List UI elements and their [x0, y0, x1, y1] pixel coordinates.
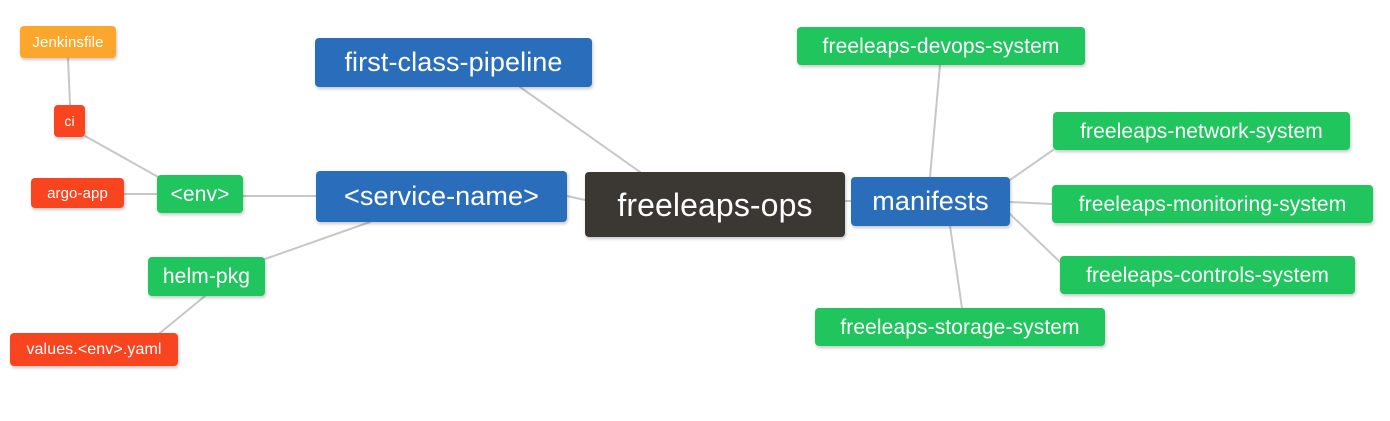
- mindmap-edge-jenkinsfile-to-ci: [67, 57, 71, 106]
- mindmap-node-manifests[interactable]: manifests: [851, 177, 1010, 226]
- mindmap-node-first-class-pipeline[interactable]: first-class-pipeline: [315, 38, 592, 87]
- mindmap-node-controls-system[interactable]: freeleaps-controls-system: [1060, 256, 1355, 294]
- mindmap-edge-manifests-to-devops-system: [929, 64, 941, 178]
- mindmap-edge-values-env-yaml-to-helm-pkg: [159, 295, 206, 334]
- mindmap-edge-service-name-to-freeleaps-ops: [566, 195, 586, 201]
- mindmap-node-freeleaps-ops[interactable]: freeleaps-ops: [585, 172, 845, 237]
- mindmap-node-monitoring-system[interactable]: freeleaps-monitoring-system: [1052, 185, 1373, 223]
- mindmap-node-ci[interactable]: ci: [54, 105, 85, 137]
- mindmap-edge-helm-pkg-to-service-name: [264, 221, 371, 260]
- mindmap-node-service-name[interactable]: <service-name>: [316, 171, 567, 222]
- mindmap-edge-first-class-pipeline-to-freeleaps-ops: [519, 86, 641, 173]
- mindmap-node-devops-system[interactable]: freeleaps-devops-system: [797, 27, 1085, 65]
- mindmap-node-helm-pkg[interactable]: helm-pkg: [148, 257, 265, 296]
- mindmap-edge-ci-to-env: [84, 135, 161, 179]
- mindmap-edge-manifests-to-monitoring-system: [1009, 201, 1053, 205]
- mindmap-node-env[interactable]: <env>: [157, 175, 243, 213]
- mindmap-node-storage-system[interactable]: freeleaps-storage-system: [815, 308, 1105, 346]
- mindmap-node-jenkinsfile[interactable]: Jenkinsfile: [20, 26, 116, 58]
- mindmap-edge-manifests-to-network-system: [1009, 149, 1054, 181]
- mindmap-edge-manifests-to-storage-system: [949, 225, 963, 309]
- mindmap-node-values-env-yaml[interactable]: values.<env>.yaml: [10, 333, 178, 366]
- mindmap-node-network-system[interactable]: freeleaps-network-system: [1053, 112, 1350, 150]
- mindmap-node-argo-app[interactable]: argo-app: [31, 178, 124, 208]
